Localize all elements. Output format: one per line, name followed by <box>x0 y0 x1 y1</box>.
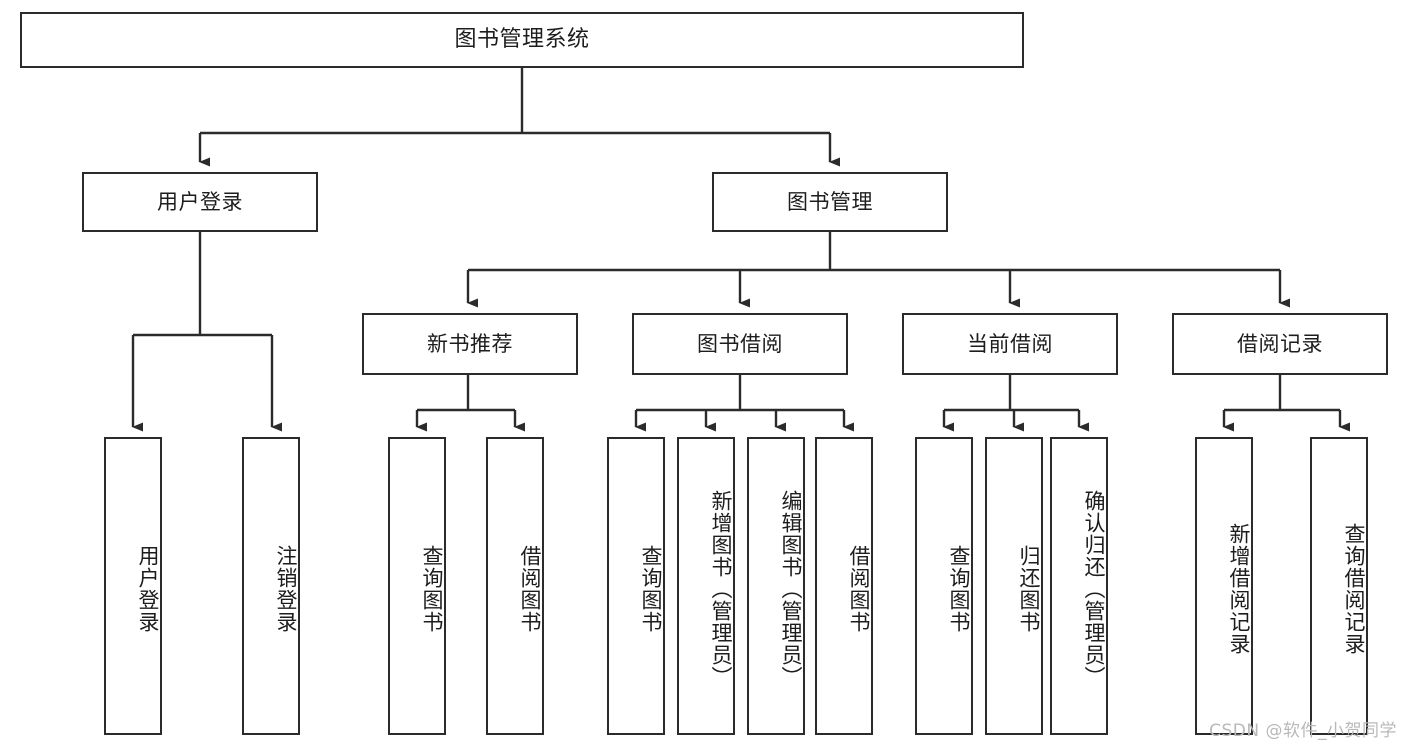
node-leaf-return-book[interactable]: 归还图书 <box>985 437 1043 735</box>
node-leaf-add-record[interactable]: 新增借阅记录 <box>1195 437 1253 735</box>
node-leaf-logout[interactable]: 注销登录 <box>242 437 300 735</box>
node-leaf-edit-book-label: 编辑图书（管理员） <box>779 490 803 688</box>
node-leaf-return-book-label: 归还图书 <box>1017 545 1041 633</box>
node-leaf-query-record[interactable]: 查询借阅记录 <box>1310 437 1368 735</box>
node-leaf-borrow-book-2-label: 借阅图书 <box>847 545 871 633</box>
node-new-book-recommend[interactable]: 新书推荐 <box>362 313 578 375</box>
node-leaf-add-book-label: 新增图书（管理员） <box>709 490 733 688</box>
node-leaf-query-book-1[interactable]: 查询图书 <box>388 437 446 735</box>
node-leaf-add-record-label: 新增借阅记录 <box>1227 523 1251 655</box>
node-leaf-user-login-label: 用户登录 <box>136 545 160 633</box>
node-leaf-edit-book[interactable]: 编辑图书（管理员） <box>747 437 805 735</box>
node-leaf-add-book[interactable]: 新增图书（管理员） <box>677 437 735 735</box>
node-book-manage-label: 图书管理 <box>787 189 873 214</box>
node-user-login[interactable]: 用户登录 <box>82 172 318 232</box>
node-new-book-recommend-label: 新书推荐 <box>427 331 513 356</box>
node-leaf-query-record-label: 查询借阅记录 <box>1342 523 1366 655</box>
node-book-borrow[interactable]: 图书借阅 <box>632 313 848 375</box>
node-root-label: 图书管理系统 <box>454 27 590 53</box>
node-leaf-borrow-book-1-label: 借阅图书 <box>518 545 542 633</box>
node-leaf-confirm-return-label: 确认归还（管理员） <box>1082 490 1106 688</box>
node-leaf-user-login[interactable]: 用户登录 <box>104 437 162 735</box>
node-leaf-query-book-2[interactable]: 查询图书 <box>607 437 665 735</box>
node-borrow-record-label: 借阅记录 <box>1237 331 1323 356</box>
node-leaf-query-book-2-label: 查询图书 <box>639 545 663 633</box>
node-borrow-record[interactable]: 借阅记录 <box>1172 313 1388 375</box>
node-current-borrow[interactable]: 当前借阅 <box>902 313 1118 375</box>
node-leaf-query-book-3-label: 查询图书 <box>947 545 971 633</box>
node-book-manage[interactable]: 图书管理 <box>712 172 948 232</box>
node-leaf-logout-label: 注销登录 <box>274 545 298 633</box>
csdn-watermark: CSDN @软件_小贺同学 <box>1209 721 1397 741</box>
node-leaf-borrow-book-2[interactable]: 借阅图书 <box>815 437 873 735</box>
node-leaf-query-book-1-label: 查询图书 <box>420 545 444 633</box>
node-user-login-label: 用户登录 <box>157 189 243 214</box>
node-current-borrow-label: 当前借阅 <box>967 331 1053 356</box>
node-leaf-query-book-3[interactable]: 查询图书 <box>915 437 973 735</box>
node-book-borrow-label: 图书借阅 <box>697 331 783 356</box>
node-leaf-borrow-book-1[interactable]: 借阅图书 <box>486 437 544 735</box>
node-leaf-confirm-return[interactable]: 确认归还（管理员） <box>1050 437 1108 735</box>
node-root[interactable]: 图书管理系统 <box>20 12 1024 68</box>
